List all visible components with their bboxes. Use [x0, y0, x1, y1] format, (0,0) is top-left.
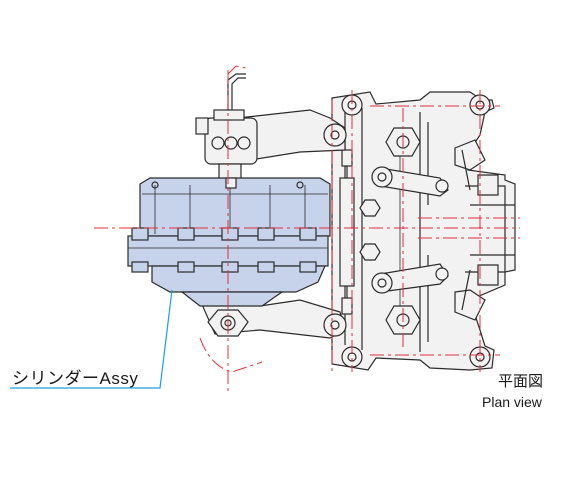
view-title-en: Plan view	[482, 394, 542, 410]
view-title-jp: 平面図	[498, 373, 544, 390]
hydraulic-pipe	[227, 65, 247, 110]
callout-leader	[10, 289, 173, 389]
cylinder-assembly	[127, 177, 331, 307]
spring-rod	[339, 149, 355, 315]
brake-caliper	[331, 91, 516, 371]
toggle-links	[359, 127, 449, 335]
centerlines	[94, 70, 520, 392]
cylinder-assy-label: シリンダーAssy	[12, 369, 139, 388]
pivot-pins	[195, 109, 258, 181]
brake-shoes	[454, 139, 499, 321]
